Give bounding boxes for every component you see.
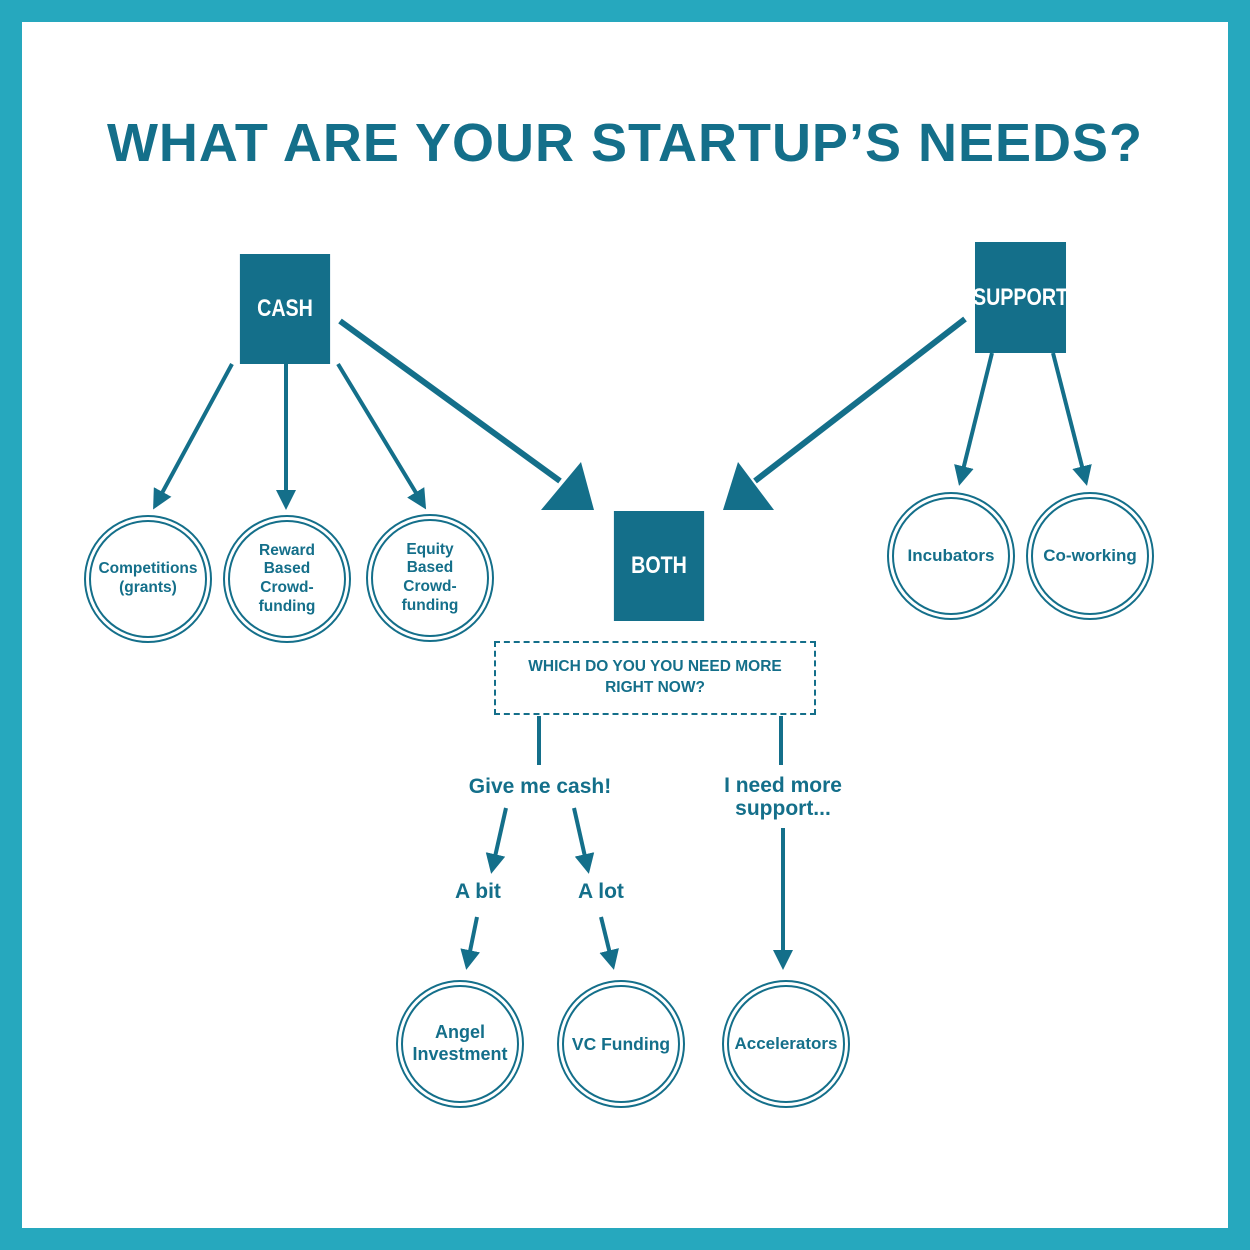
give-cash-label: Give me cash! [468,775,612,798]
equity-crowdfunding-label: Equity Based Crowd-funding [401,540,459,614]
arrow-support-incubators [954,352,994,486]
arrow-cash-lot [572,807,595,874]
angel-investment-label: Angel Investment [412,1022,508,1064]
arrow-cash-competitions [153,363,234,510]
incubators-circle: Incubators [887,492,1015,620]
arrow-cash-bit [485,807,508,874]
accelerators-label: Accelerators [734,1033,838,1053]
coworking-label: Co-working [1043,545,1137,565]
arrow-bit-angel [460,916,480,970]
cash-box-label: CASH [257,295,313,322]
need-support-label: I need more support... [724,774,842,821]
arrow-support-both [753,316,967,484]
page-title: WHAT ARE YOUR STARTUP’S NEEDS? [106,113,1144,173]
cash-box: CASH [239,254,331,364]
coworking-circle: Co-working [1026,492,1154,620]
question-box: WHICH DO YOU YOU NEED MORE RIGHT NOW? [494,641,816,715]
both-box-label: BOTH [631,552,687,579]
competitions-circle: Competitions (grants) [84,515,212,643]
reward-crowdfunding-circle: Reward Based Crowd-funding [223,515,351,643]
reward-crowdfunding-label: Reward Based Crowd-funding [258,541,316,615]
incubators-label: Incubators [907,545,995,565]
angel-investment-circle: Angel Investment [396,980,524,1108]
a-lot-label: A lot [578,880,624,903]
support-box-label: SUPPORT [972,283,1069,311]
vc-funding-circle: VC Funding [557,980,685,1108]
arrow-lot-vc [599,916,619,970]
a-bit-label: A bit [455,880,501,903]
arrowhead-support-both [723,462,774,510]
both-box: BOTH [613,511,705,621]
equity-crowdfunding-circle: Equity Based Crowd-funding [366,514,494,642]
accelerators-circle: Accelerators [722,980,850,1108]
arrow-support-coworking [1051,352,1092,486]
vc-funding-label: VC Funding [571,1033,671,1054]
question-text: WHICH DO YOU YOU NEED MORE RIGHT NOW? [528,658,782,696]
arrow-cash-equity [336,362,427,510]
support-box: SUPPORT [972,242,1069,353]
arrowhead-cash-both [541,462,594,510]
arrow-cash-both [338,318,562,484]
competitions-label: Competitions (grants) [98,560,198,596]
